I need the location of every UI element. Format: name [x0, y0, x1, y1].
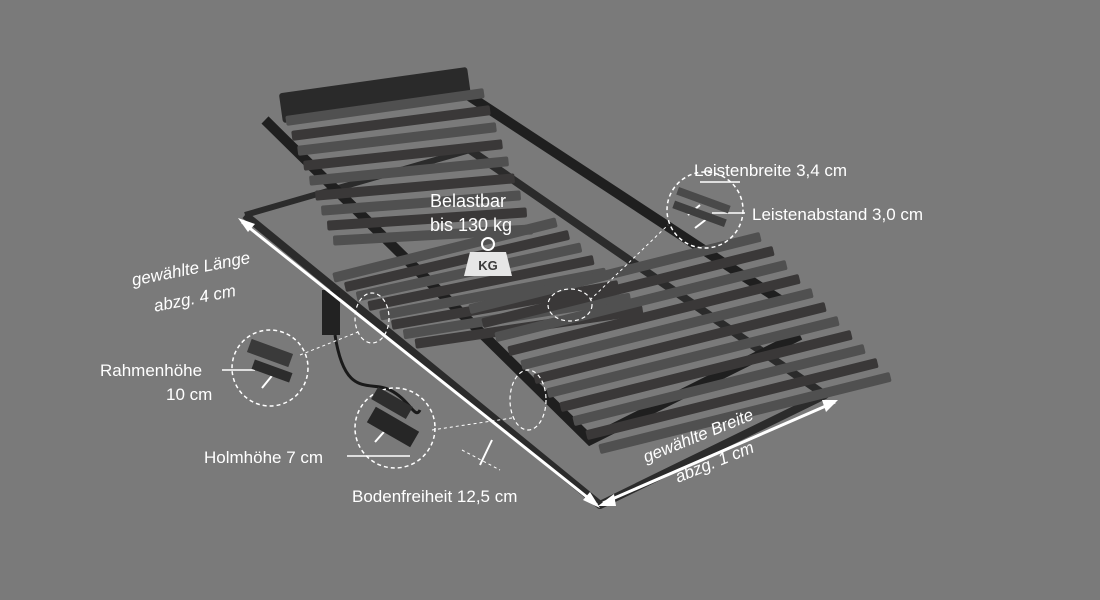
slat-width-label: Leistenbreite 3,4 cm: [694, 161, 848, 180]
detail-circle-rail: [354, 387, 436, 469]
motor-unit: [322, 290, 340, 335]
detail-frame-height: [246, 338, 294, 383]
power-cable: [333, 334, 422, 414]
frame-height-label-line2: 10 cm: [166, 385, 213, 404]
slat-gap-label: Leistenabstand 3,0 cm: [752, 205, 924, 224]
detail-circle-frame-height: [231, 329, 309, 407]
control-panel: [279, 67, 471, 123]
slat: [344, 230, 570, 292]
ground-clearance-label: Bodenfreiheit 12,5 cm: [352, 487, 518, 506]
slat: [309, 156, 509, 186]
slat: [297, 122, 497, 156]
detail-circle-slats: [666, 171, 744, 249]
slat: [598, 372, 892, 454]
detail-slats: [672, 187, 731, 227]
length-arrow: [241, 220, 598, 507]
slat: [507, 274, 801, 356]
slat: [559, 330, 853, 412]
slat: [379, 267, 607, 321]
slat: [468, 232, 762, 314]
width-arrow: [602, 400, 836, 505]
slat: [332, 217, 558, 283]
detail-rail: [366, 386, 420, 448]
slat: [585, 358, 879, 440]
slat: [533, 302, 827, 384]
slat: [285, 88, 485, 126]
slat: [494, 260, 788, 342]
weight-badge-label: KG: [478, 258, 498, 273]
slat: [546, 316, 840, 398]
annotation-lines: [222, 171, 838, 508]
length-arrow-head-start: [238, 218, 255, 232]
detail-spot-frame: [509, 369, 547, 431]
slat: [315, 173, 515, 201]
load-label-line1: Belastbar: [430, 191, 507, 211]
slats: [285, 88, 892, 454]
slat: [520, 288, 814, 370]
slat: [303, 139, 503, 171]
detail-spot-slats: [547, 288, 593, 322]
slat: [481, 246, 775, 328]
slat: [332, 224, 534, 246]
rail-height-label: Holmhöhe 7 cm: [204, 448, 324, 467]
length-arrow-head-end: [583, 492, 600, 508]
slat: [572, 344, 866, 426]
bed-base-frame: [242, 146, 829, 509]
slat: [327, 207, 527, 231]
kg-weight-icon: KG: [464, 237, 512, 276]
slat: [321, 190, 521, 216]
width-arrow-head-end: [822, 400, 838, 412]
load-label-line2: bis 130 kg: [430, 215, 513, 235]
detail-spot-rail: [354, 292, 390, 344]
slat: [291, 105, 491, 141]
slat: [367, 255, 595, 311]
frame-height-label-line1: Rahmenhöhe: [100, 361, 203, 380]
width-arrow-head-start: [598, 494, 616, 506]
